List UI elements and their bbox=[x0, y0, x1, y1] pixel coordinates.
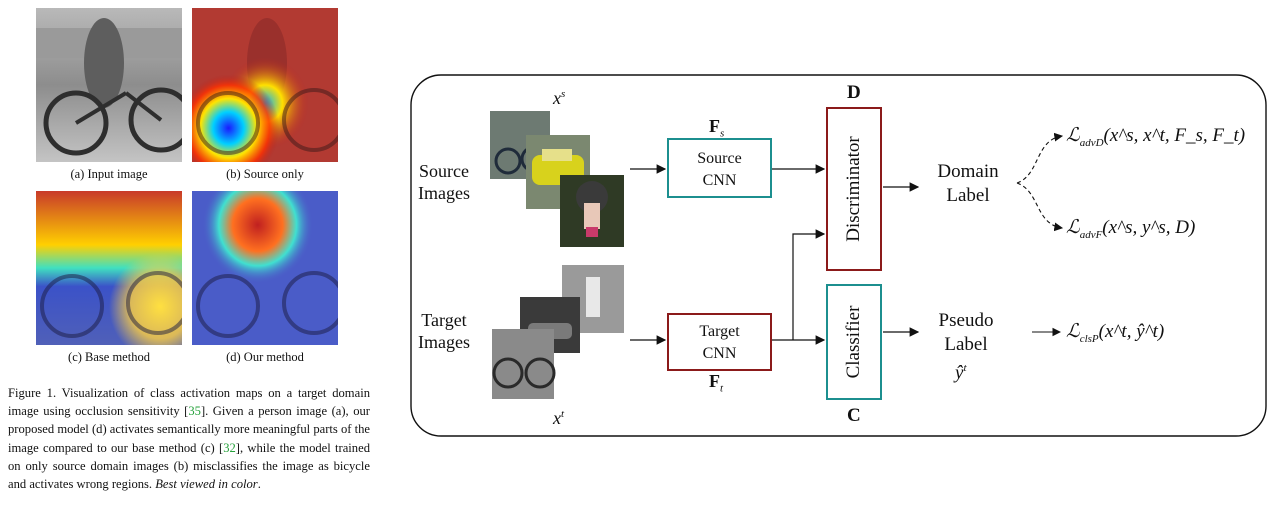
discriminator-label: Discriminator bbox=[843, 136, 864, 242]
our-method-thumbnail bbox=[192, 191, 338, 345]
Ft-label: Ft bbox=[709, 371, 724, 395]
xt-label: xt bbox=[553, 408, 565, 428]
loss-advD: ℒadvD(x^s, x^t, F_s, F_t) bbox=[1066, 124, 1246, 149]
citation-link-35[interactable]: 35 bbox=[188, 404, 201, 419]
D-label: D bbox=[847, 82, 861, 103]
target-cnn-label: Target CNN bbox=[699, 323, 740, 362]
Fs-label: Fs bbox=[709, 116, 725, 140]
yhat-label: ŷt bbox=[955, 362, 967, 384]
target-images-label: Target Images bbox=[418, 310, 470, 352]
heatmap-source-only bbox=[192, 8, 338, 162]
classifier-box: Classifier bbox=[826, 284, 882, 400]
source-images-label: Source Images bbox=[418, 161, 470, 203]
loss-clsP: ℒclsP(x^t, ŷ^t) bbox=[1066, 320, 1165, 345]
source-image-stack bbox=[490, 111, 624, 247]
input-image-thumbnail bbox=[36, 8, 182, 162]
arrow-to-advF bbox=[1016, 182, 1064, 232]
base-method-thumbnail bbox=[36, 191, 182, 345]
source-cnn-box: Source CNN bbox=[667, 138, 772, 198]
xs-label: xs bbox=[553, 88, 566, 108]
subcaption-d: (d) Our method bbox=[226, 350, 304, 364]
subcaption-a: (a) Input image bbox=[70, 167, 148, 181]
figure-caption: Figure 1. Visualization of class activat… bbox=[8, 386, 370, 492]
arrow-target-to-discriminator bbox=[792, 229, 826, 340]
citation-link-32[interactable]: 32 bbox=[223, 440, 236, 455]
source-only-thumbnail bbox=[192, 8, 338, 162]
diagram-border bbox=[410, 74, 1267, 437]
loss-advF: ℒadvF(x^s, y^s, D) bbox=[1066, 216, 1196, 241]
pseudo-label: Pseudo Label bbox=[938, 310, 994, 355]
C-label: C bbox=[847, 405, 861, 426]
source-cnn-label: Source CNN bbox=[697, 150, 742, 189]
discriminator-box: Discriminator bbox=[826, 107, 882, 271]
target-image-stack bbox=[492, 265, 624, 399]
target-cnn-box: Target CNN bbox=[667, 313, 772, 371]
arrow-to-advD bbox=[1016, 132, 1064, 184]
subcaption-c: (c) Base method bbox=[68, 350, 150, 364]
domain-label: Domain Label bbox=[937, 161, 999, 206]
bicycle-grayscale-image bbox=[36, 8, 182, 162]
subcaption-b: (b) Source only bbox=[226, 167, 304, 181]
classifier-label: Classifier bbox=[843, 305, 864, 379]
heatmap-our-method bbox=[192, 191, 338, 345]
heatmap-base-method bbox=[36, 191, 182, 345]
